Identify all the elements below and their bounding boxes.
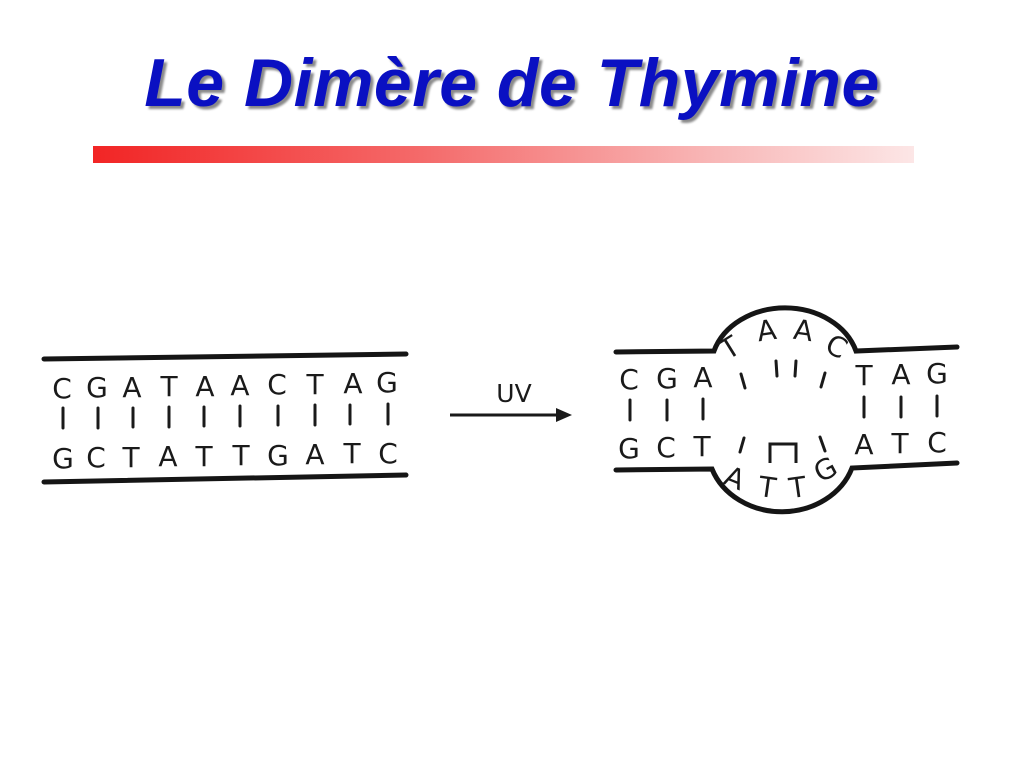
dimer-dna-duplex: C G A T A A C T A G <box>613 305 960 515</box>
broken-bond-stub <box>774 359 779 378</box>
base: A <box>230 369 249 402</box>
base: T <box>756 470 779 505</box>
broken-bond-stub <box>738 436 746 454</box>
base: A <box>755 313 779 348</box>
normal-top-backbone <box>41 351 409 362</box>
arrow-head <box>556 408 572 422</box>
base: G <box>656 362 678 395</box>
base: T <box>121 441 140 474</box>
dimer-base-pair-bonds <box>628 394 939 422</box>
base: C <box>378 437 398 470</box>
base: C <box>86 441 106 474</box>
base: A <box>719 459 749 497</box>
broken-bond-stubs <box>738 359 827 454</box>
base: T <box>305 368 324 401</box>
base: G <box>86 371 108 404</box>
dimer-top-bases: C G A T A A C T A G <box>619 313 948 396</box>
base: C <box>820 327 853 365</box>
base: G <box>267 439 289 472</box>
base: T <box>692 430 711 463</box>
base: A <box>305 438 324 471</box>
dimer-bottom-bases: G C T A T T G A T C <box>618 426 947 505</box>
base: G <box>926 357 948 390</box>
base: T <box>854 359 873 392</box>
base: A <box>792 313 816 348</box>
base: A <box>122 371 141 404</box>
base: T <box>786 470 809 505</box>
base: T <box>342 437 361 470</box>
base: A <box>693 361 712 394</box>
base: C <box>52 372 72 405</box>
normal-dna-duplex: C G A T A A C T A G G C T A <box>41 351 409 485</box>
title-underline-bar <box>93 146 914 163</box>
base: T <box>231 439 250 472</box>
slide-title: Le Dimère de Thymine <box>144 45 880 121</box>
base: C <box>267 368 287 401</box>
base: G <box>52 442 74 475</box>
base: G <box>376 366 398 399</box>
base: T <box>713 329 747 367</box>
base: G <box>618 432 640 465</box>
base: T <box>890 427 909 460</box>
dimer-top-backbone <box>613 305 960 355</box>
base: G <box>808 450 843 489</box>
normal-bottom-backbone <box>41 472 409 485</box>
base: T <box>194 440 213 473</box>
dimer-bottom-backbone <box>613 460 960 515</box>
broken-bond-stub <box>793 359 798 378</box>
base: A <box>854 428 873 461</box>
broken-bond-stub <box>818 435 827 453</box>
base: A <box>891 358 910 391</box>
base: C <box>927 426 947 459</box>
normal-bottom-bases: G C T A T T G A T C <box>52 437 398 475</box>
base: C <box>619 363 639 396</box>
thymine-dimer-link <box>768 442 798 463</box>
base: A <box>158 440 177 473</box>
base: C <box>656 431 676 464</box>
uv-label: UV <box>496 379 531 408</box>
base: A <box>195 370 214 403</box>
normal-top-bases: C G A T A A C T A G <box>52 366 398 405</box>
broken-bond-stub <box>819 371 827 389</box>
base: A <box>343 367 362 400</box>
uv-arrow: UV <box>450 379 572 422</box>
base: T <box>159 370 178 403</box>
normal-base-pair-bonds <box>61 402 390 430</box>
broken-bond-stub <box>739 372 747 390</box>
